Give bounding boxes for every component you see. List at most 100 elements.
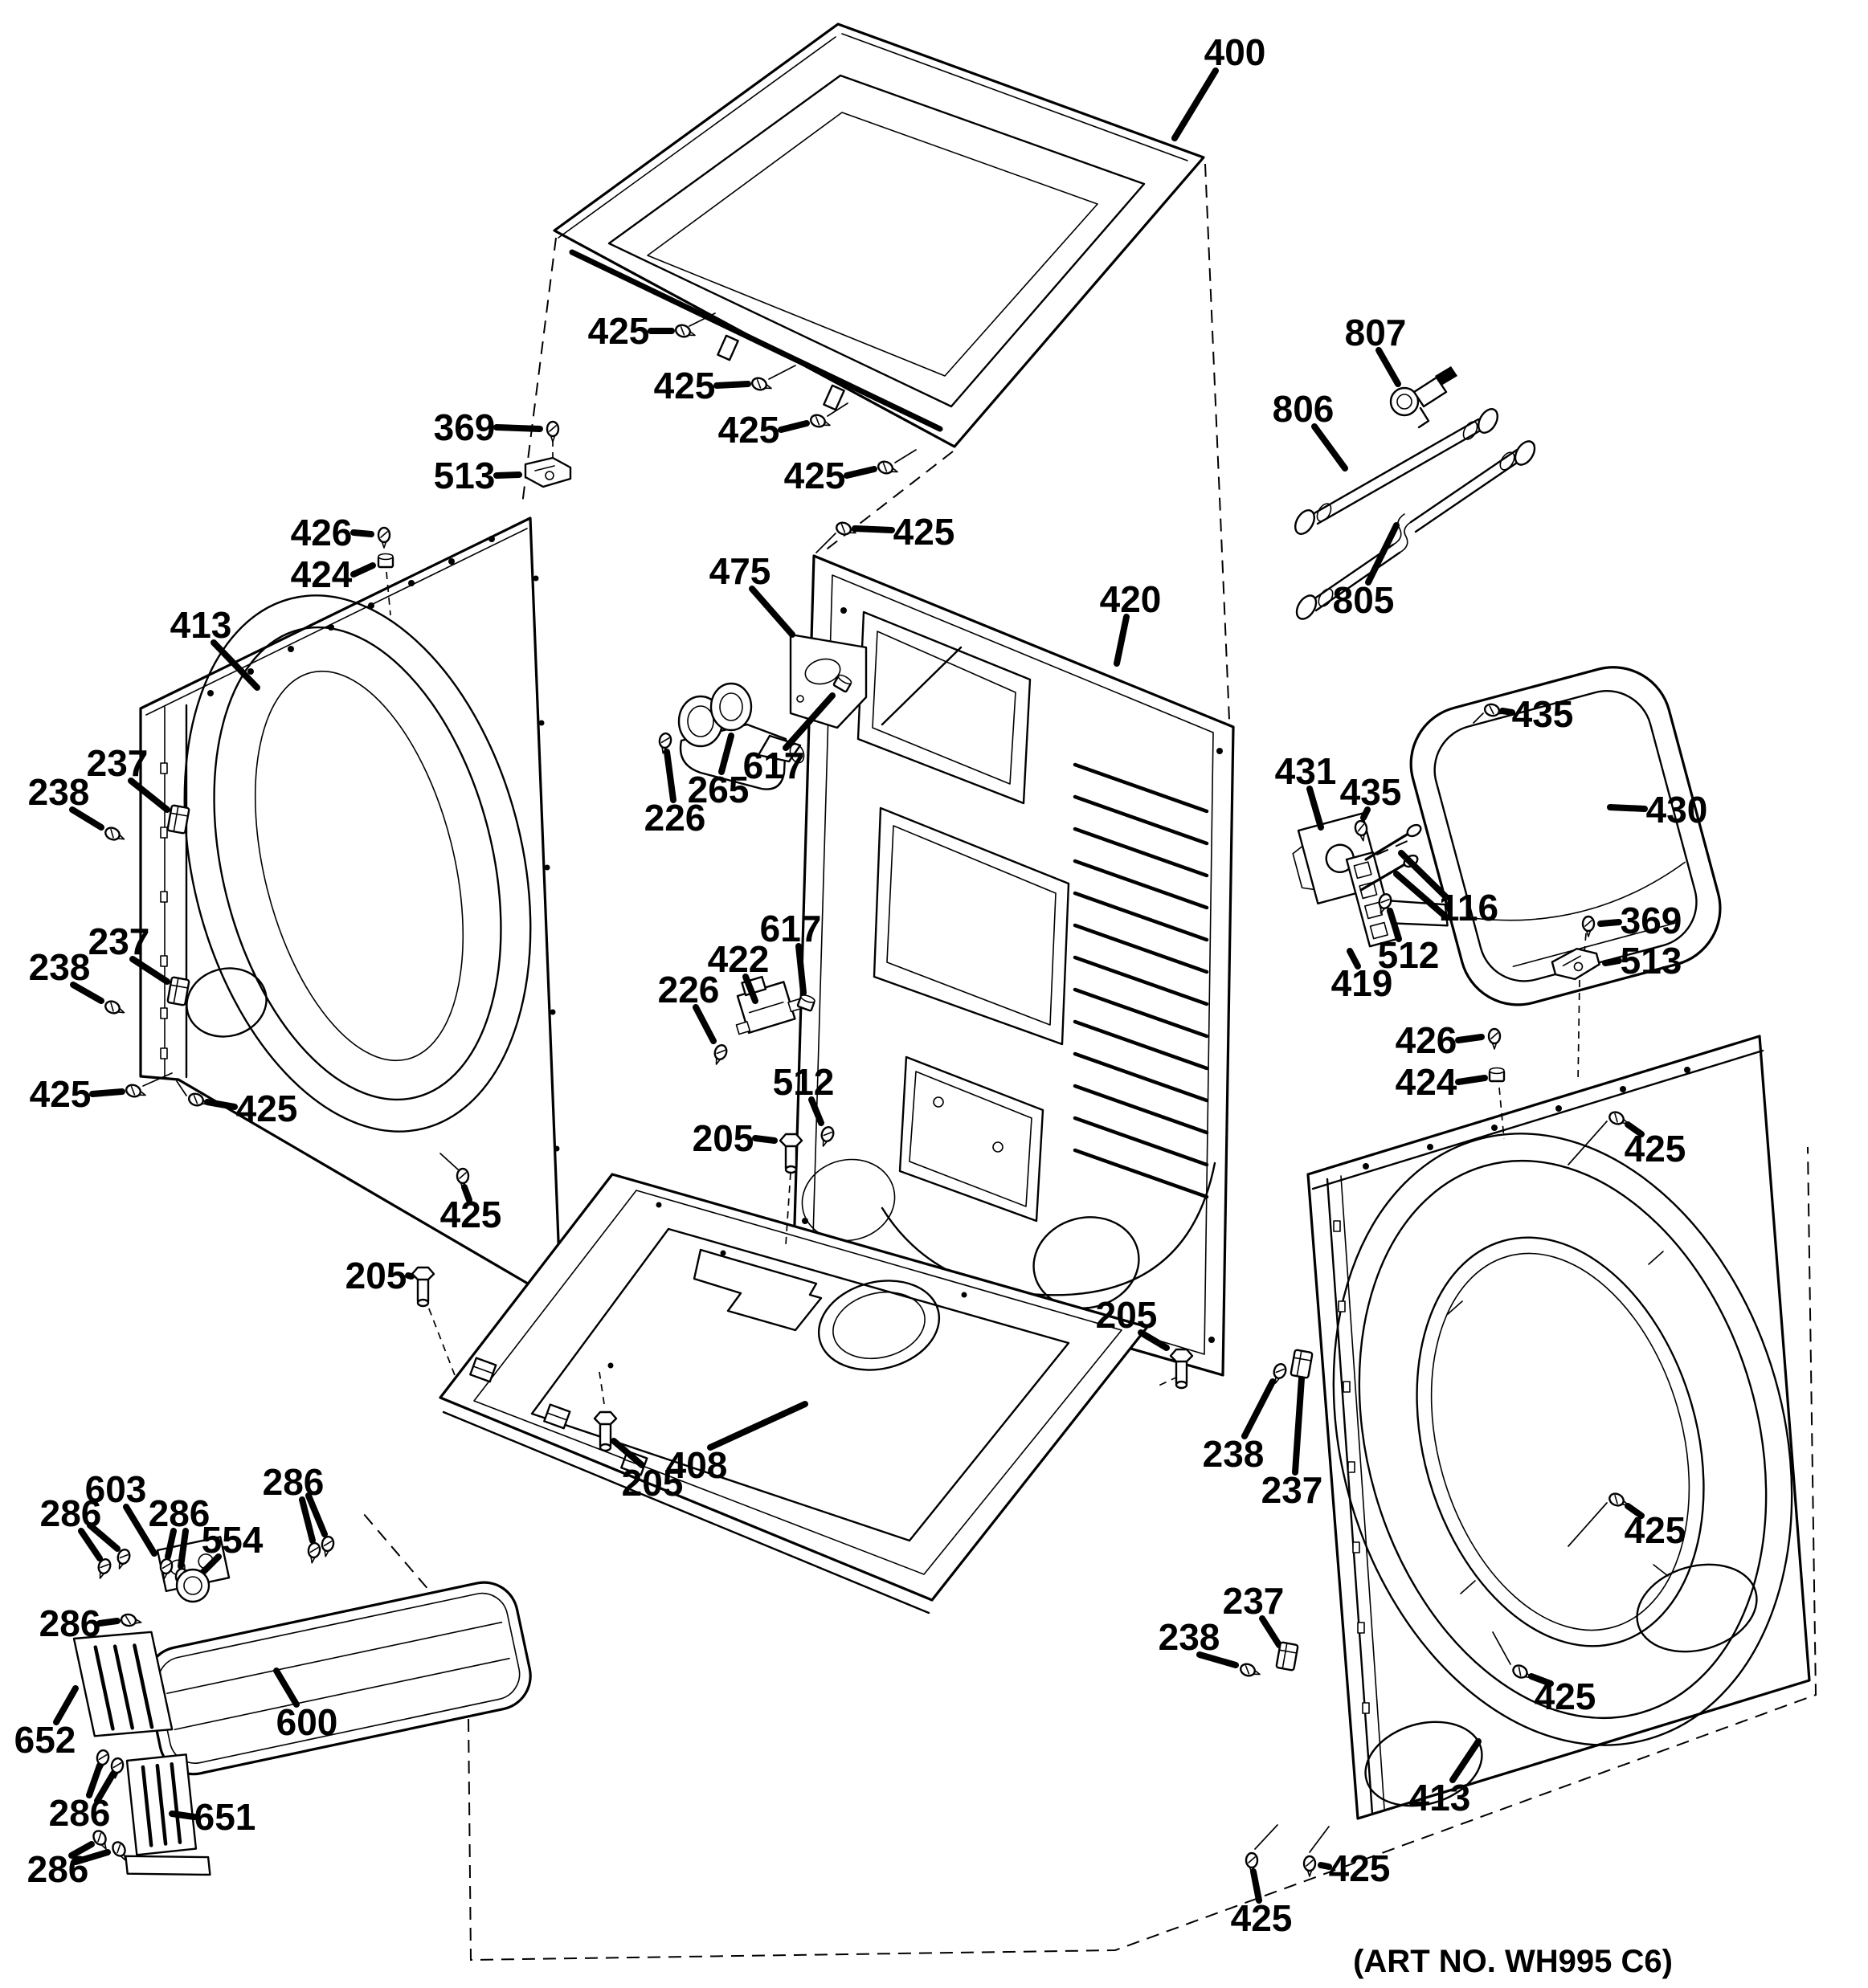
- screw-icon: [658, 732, 672, 754]
- back-panel: [792, 554, 1235, 1377]
- screw-icon: [321, 1535, 335, 1557]
- callout-label: 413: [1409, 1777, 1471, 1819]
- callout-label: 286: [40, 1492, 102, 1534]
- screw-icon: [836, 521, 856, 536]
- callout-807-28: 807: [1345, 312, 1406, 387]
- callout-label: 651: [194, 1796, 256, 1838]
- callout-205-54: 205: [593, 1371, 684, 1504]
- callout-286-66: 286: [27, 1830, 126, 1890]
- callout-label: 600: [276, 1701, 338, 1743]
- callout-425-43: 425: [1568, 1492, 1686, 1551]
- screw-icon: [1483, 703, 1506, 717]
- callout-label: 237: [1223, 1580, 1285, 1622]
- callout-label: 424: [1396, 1061, 1457, 1103]
- callout-425-1: 425: [588, 310, 716, 352]
- callout-419-37: 419: [1331, 948, 1392, 1004]
- callout-label: 425: [1625, 1128, 1686, 1170]
- callout-806-29: 806: [1273, 388, 1348, 471]
- callout-425-15: 425: [30, 1072, 173, 1115]
- callout-425-44: 425: [1492, 1631, 1596, 1717]
- callout-425-22: 425: [439, 1153, 501, 1235]
- callout-label: 425: [1231, 1897, 1293, 1939]
- callout-label: 226: [658, 969, 720, 1010]
- screw-icon: [1608, 1111, 1629, 1125]
- callout-label: 286: [27, 1848, 89, 1890]
- screw-icon: [188, 1092, 209, 1107]
- callout-205-27: 205: [693, 1117, 803, 1246]
- clip-icon: [166, 804, 190, 835]
- callout-475-17: 475: [709, 550, 795, 638]
- callout-554-59: 554: [175, 1519, 264, 1603]
- callout-513-39: 513: [1551, 940, 1682, 1084]
- left-panel-holes: [207, 536, 560, 1152]
- callout-label: 205: [1096, 1294, 1158, 1336]
- callout-805-30: 805: [1333, 522, 1400, 621]
- nut-icon: [796, 994, 815, 1012]
- callout-label: 425: [1329, 1847, 1391, 1889]
- callout-label: 237: [1261, 1469, 1323, 1511]
- screw-icon: [877, 460, 898, 475]
- callout-603-56: 603: [85, 1468, 157, 1557]
- callout-label: 430: [1646, 789, 1708, 831]
- screw-icon: [1378, 893, 1392, 914]
- screw-icon: [159, 1557, 174, 1580]
- screw-icon: [110, 1757, 125, 1779]
- callout-label: 369: [434, 406, 496, 448]
- callout-286-61: 286: [39, 1602, 142, 1644]
- nut-icon: [1488, 1067, 1506, 1083]
- screw-icon: [92, 1830, 107, 1850]
- callout-label: 617: [760, 908, 822, 949]
- art-number: (ART NO. WH995 C6): [1353, 1944, 1673, 1979]
- callout-425-42: 425: [1568, 1111, 1686, 1170]
- callout-238-48: 238: [1203, 1363, 1287, 1475]
- callout-425-46: 425: [1302, 1826, 1391, 1889]
- inlet-hose-806: [1294, 408, 1498, 535]
- louver-vents: [1073, 762, 1209, 1199]
- screw-icon: [104, 827, 125, 841]
- callout-label: 425: [718, 409, 780, 451]
- screw-icon: [751, 377, 772, 391]
- callout-label: 400: [1204, 31, 1266, 73]
- callout-label: 238: [28, 771, 90, 813]
- clip-icon: [1290, 1349, 1314, 1379]
- water-valve-265: [677, 682, 805, 790]
- callout-424-9: 424: [291, 553, 394, 616]
- callout-413-45: 413: [1409, 1738, 1482, 1819]
- callout-652-62: 652: [14, 1685, 79, 1761]
- callout-426-40: 426: [1396, 1019, 1502, 1061]
- screw-icon: [1581, 915, 1596, 937]
- callout-286-60: 286: [263, 1461, 335, 1564]
- nut-icon: [832, 674, 852, 693]
- screw-icon: [125, 1084, 146, 1098]
- callout-424-41: 424: [1396, 1061, 1506, 1140]
- screw-icon: [1512, 1664, 1532, 1679]
- screw-icon: [1302, 1855, 1317, 1877]
- callout-label: 425: [1535, 1676, 1596, 1717]
- callout-286-57: 286: [40, 1492, 131, 1579]
- grommet-icon: [175, 1568, 211, 1603]
- callout-label: 425: [784, 455, 846, 496]
- callout-435-31: 435: [1473, 693, 1573, 735]
- callout-205-53: 205: [345, 1255, 456, 1376]
- callout-label: 205: [622, 1462, 684, 1504]
- callout-237-50: 237: [1223, 1580, 1299, 1672]
- callout-237-13: 237: [88, 921, 190, 1006]
- callout-label: 554: [202, 1519, 264, 1561]
- callout-237-49: 237: [1261, 1349, 1323, 1511]
- callout-600-63: 600: [273, 1668, 338, 1743]
- right-flange-slots: [1333, 1220, 1370, 1714]
- screw-icon: [307, 1541, 321, 1564]
- callout-label: 652: [14, 1719, 76, 1761]
- bolt-icon: [1169, 1348, 1194, 1390]
- left-side-panel: [139, 516, 562, 1304]
- callout-425-47: 425: [1231, 1824, 1293, 1939]
- callout-286-58: 286: [149, 1492, 210, 1590]
- callout-label: 426: [1396, 1019, 1457, 1061]
- bolt-icon: [411, 1266, 435, 1308]
- bracket-icon: [1551, 947, 1600, 981]
- callout-label: 424: [291, 553, 353, 595]
- screw-icon: [820, 1126, 835, 1147]
- callout-label: 513: [434, 455, 496, 496]
